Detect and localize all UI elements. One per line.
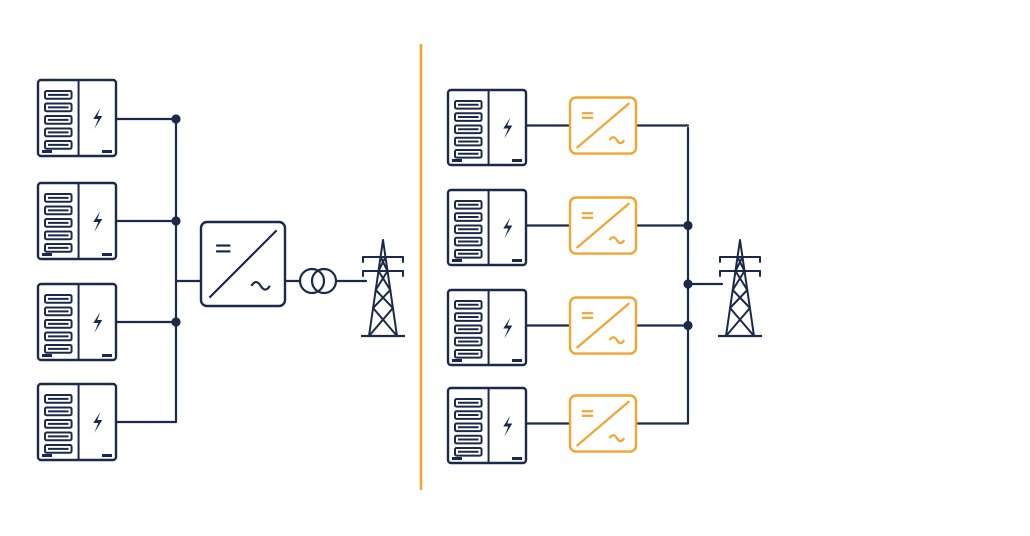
cabinet-foot [512, 359, 522, 362]
ac-symbol [250, 280, 271, 291]
inverter-diagonal [575, 202, 631, 249]
transformer-coil [298, 267, 326, 295]
dc-ac-inverter-icon [199, 220, 287, 308]
cabinet-foot [452, 457, 462, 460]
lightning-bolt-icon [503, 217, 513, 239]
pylon-strut [368, 239, 398, 337]
inverter-diagonal [575, 302, 631, 349]
cabinet-foot [102, 454, 112, 457]
battery-rack-icon [36, 282, 118, 362]
junction-dot [171, 114, 181, 124]
inverter-diagonal [575, 102, 631, 149]
battery-rack-icon [36, 78, 118, 158]
battery-rack-icon [36, 382, 118, 462]
junction-dots-layer [171, 114, 693, 331]
power-pylon-icon [361, 239, 405, 338]
junction-dot [683, 220, 693, 231]
ac-symbol [608, 434, 626, 443]
pylon-strut [725, 256, 755, 337]
battery-rack-icon [446, 386, 528, 465]
cabinet-foot [42, 253, 52, 256]
pylon-strut [362, 256, 404, 277]
cabinet-foot [452, 359, 462, 362]
pylon-strut [719, 256, 761, 277]
inverter-diagonal [575, 400, 631, 447]
inverter-diagonal [208, 229, 278, 299]
lightning-bolt-icon [93, 211, 103, 232]
battery-rack-icon [446, 188, 528, 267]
junction-dot [683, 279, 693, 289]
cabinet-foot [42, 454, 52, 457]
ac-symbol [608, 236, 626, 245]
cabinet-foot [452, 259, 462, 262]
pylon-strut [362, 256, 404, 272]
battery-rack-icon [446, 88, 528, 167]
pylon-strut [725, 239, 755, 337]
left-system-centralized [36, 78, 405, 462]
dc-ac-inverter-icon [568, 394, 638, 453]
battery-rack-icon [36, 181, 118, 261]
wiring-layer [114, 117, 724, 425]
junction-dot [171, 317, 181, 327]
lightning-bolt-icon [93, 412, 103, 433]
cabinet-foot [42, 150, 52, 153]
lightning-bolt-icon [503, 415, 513, 437]
transformer-icon [298, 267, 338, 295]
transformer-coil [310, 267, 338, 295]
cabinet-foot [452, 159, 462, 162]
lightning-bolt-icon [503, 117, 513, 139]
ac-symbol [608, 136, 626, 145]
junction-dot [171, 216, 181, 226]
lightning-bolt-icon [93, 312, 103, 333]
pylon-strut [368, 256, 398, 337]
ac-symbol [608, 336, 626, 345]
power-pylon-icon [718, 239, 762, 338]
dc-ac-inverter-icon [568, 296, 638, 355]
right-system-string [446, 88, 762, 465]
dc-ac-inverter-icon [568, 96, 638, 155]
cabinet-foot [512, 259, 522, 262]
battery-rack-icon [446, 288, 528, 367]
cabinet-foot [102, 354, 112, 357]
cabinet-foot [512, 457, 522, 460]
lightning-bolt-icon [93, 108, 103, 129]
junction-dot [683, 320, 693, 331]
cabinet-foot [512, 159, 522, 162]
lightning-bolt-icon [503, 317, 513, 339]
cabinet-foot [102, 150, 112, 153]
dc-ac-inverter-icon [568, 196, 638, 255]
cabinet-foot [42, 354, 52, 357]
pylon-strut [719, 256, 761, 272]
cabinet-foot [102, 253, 112, 256]
